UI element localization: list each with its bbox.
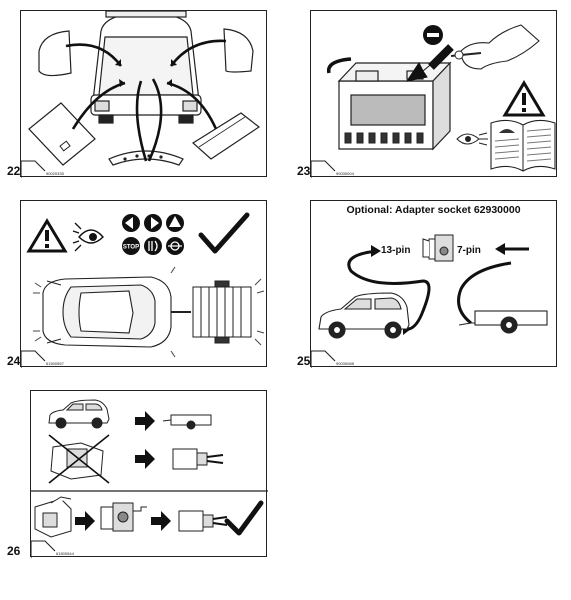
eye-icon — [72, 222, 104, 252]
trailer-plug — [172, 448, 224, 470]
eye-icon — [456, 132, 488, 146]
figure-25-code: 90030088 — [336, 361, 354, 366]
figure-24-panel: STOP 24 6150 — [7, 200, 267, 368]
arrow-icon — [135, 411, 155, 431]
car-side-view — [48, 399, 110, 429]
figure-26-number: 26 — [7, 544, 21, 558]
pin-13-label: 13-pin — [381, 245, 411, 256]
figure-25-number: 25 — [297, 354, 311, 368]
floor-panel — [28, 102, 96, 166]
figure-23-illustration — [311, 24, 556, 178]
car-side-view — [318, 292, 410, 339]
arrow-icon — [151, 511, 171, 531]
figure-25-illustration — [311, 234, 548, 368]
figure-22-code: 90020335 — [46, 171, 64, 176]
socket-crossed-out — [48, 434, 110, 484]
socket-with-adapter — [34, 496, 72, 538]
stop-icon — [122, 237, 140, 255]
trailer-side-view — [458, 310, 548, 334]
trailer-plug — [178, 510, 228, 532]
pin-7-label: 7-pin — [457, 245, 481, 256]
trim-panel-right — [223, 28, 254, 73]
hand-with-wrench — [460, 24, 540, 70]
owners-manual-icon — [490, 119, 556, 172]
stop-icon-label: STOP — [123, 245, 139, 251]
adapter-socket — [422, 234, 454, 262]
figure-24-code: 61500557 — [46, 361, 64, 366]
luggage-cover — [192, 112, 261, 160]
trailer-side-view — [162, 414, 212, 430]
figure-23-number: 23 — [297, 164, 311, 178]
figure-23-code: 90030004 — [336, 171, 354, 176]
arrow-to-terminal — [405, 50, 448, 82]
car-top-view — [42, 276, 172, 348]
checkmark-icon — [198, 212, 250, 254]
figure-26-panel: 26 61500544 — [7, 390, 268, 558]
trim-panel-left — [38, 30, 72, 77]
figure-22-panel: 22 90020335 — [7, 10, 267, 178]
arrow-icon — [75, 511, 95, 531]
figure-23-panel: 23 90030004 — [297, 10, 557, 178]
adapter-socket — [100, 502, 147, 532]
figure-26-code: 61500544 — [56, 551, 74, 556]
figure-22-illustration — [21, 11, 261, 178]
trailer-top-view — [192, 280, 252, 344]
figure-22-number: 22 — [7, 164, 21, 178]
figure-25-title: Optional: Adapter socket 62930000 — [346, 204, 521, 216]
arrow-icon — [135, 449, 155, 469]
figure-24-number: 24 — [7, 354, 21, 368]
figure-25-panel: Optional: Adapter socket 62930000 13-pin… — [297, 200, 557, 368]
fog-light-icon — [144, 237, 162, 255]
figure-24-illustration: STOP — [21, 212, 265, 368]
figure-26-illustration — [31, 399, 268, 558]
checkmark-icon — [224, 500, 264, 536]
